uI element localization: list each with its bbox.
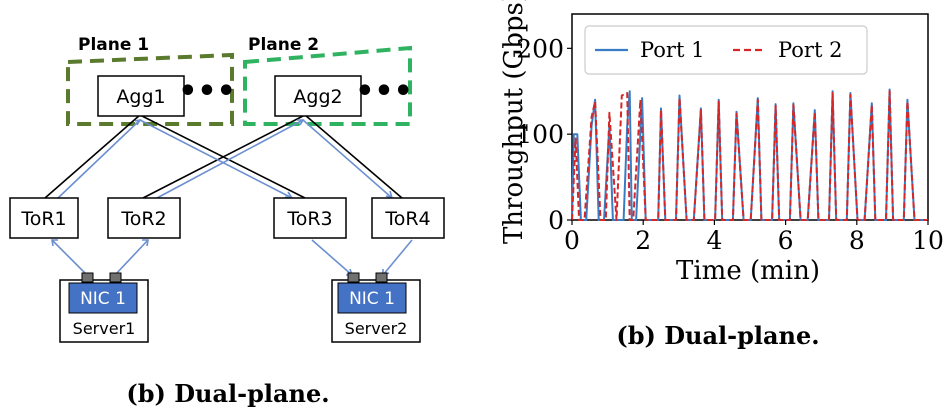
agg-tor-links: [44, 114, 403, 199]
series-line-port-2: [571, 90, 928, 221]
y-axis-label: Throughput (Gbps): [499, 0, 529, 244]
x-tick-label: 10: [912, 226, 944, 255]
plane-1-label: Plane 1: [78, 35, 149, 55]
server1-port-2: [109, 272, 122, 283]
chart-caption: (b) Dual-plane.: [616, 321, 819, 350]
tor3-label: ToR3: [286, 208, 332, 230]
plane-2-border: [243, 45, 412, 126]
agg2-ellipsis: •••: [355, 74, 413, 109]
legend: Port 1 Port 2: [584, 25, 868, 75]
server1-nic: [68, 282, 138, 314]
agg2-label: Agg2: [293, 86, 342, 108]
tor4-label: ToR4: [384, 208, 430, 230]
server1-nic-label: NIC 1: [80, 289, 126, 309]
series-layer: [571, 88, 928, 221]
server2-nic-label: NIC 1: [349, 289, 395, 309]
server2-port-1: [347, 272, 360, 283]
legend-box: [584, 25, 868, 75]
tor1-label: ToR1: [20, 208, 66, 230]
y-tick-label: 200: [516, 34, 564, 63]
agg1-ellipsis: •••: [178, 74, 236, 109]
y-tick-label: 100: [516, 120, 564, 149]
x-tick-label: 4: [706, 226, 722, 255]
x-tick-label: 6: [778, 226, 794, 255]
y-tick-label: 0: [548, 206, 564, 235]
traffic-paths: [51, 118, 413, 277]
server2-label: Server2: [345, 319, 408, 338]
network-diagram: Plane 1 Plane 2: [9, 35, 445, 408]
x-tick-label: 2: [635, 226, 651, 255]
plane-2-label: Plane 2: [248, 35, 319, 55]
server1-port-1: [81, 272, 94, 283]
plane-1-border: [66, 52, 234, 126]
legend-label-port-2: Port 2: [778, 38, 842, 62]
agg1-label: Agg1: [116, 86, 165, 108]
x-tick-label: 0: [564, 226, 580, 255]
agg1-box: [97, 75, 185, 117]
tor3-box: [273, 197, 347, 239]
legend-label-port-1: Port 1: [640, 38, 704, 62]
agg2-box: [274, 75, 362, 117]
diagram-caption: (b) Dual-plane.: [126, 379, 329, 408]
x-axis-label: Time (min): [676, 256, 820, 286]
server1-label: Server1: [73, 319, 136, 338]
tor2-label: ToR2: [120, 208, 166, 230]
x-tick-label: 8: [849, 226, 865, 255]
tor2-box: [107, 197, 181, 239]
tor4-box: [371, 197, 445, 239]
tor1-box: [9, 197, 79, 239]
server2-port-2: [375, 272, 388, 283]
server2-nic: [337, 282, 407, 314]
